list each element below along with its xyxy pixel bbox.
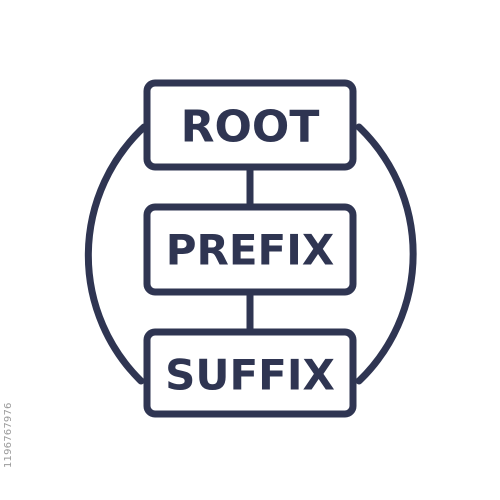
- suffix-label: SUFFIX: [165, 351, 335, 400]
- left-arc: [84, 123, 148, 385]
- suffix-box: [143, 328, 357, 418]
- root-box: [143, 79, 357, 171]
- right-arc: [355, 123, 417, 385]
- prefix-box: [143, 203, 357, 296]
- stock-id-text: 1196767976: [3, 402, 14, 468]
- prefix-label: PREFIX: [166, 226, 335, 275]
- root-label: ROOT: [181, 102, 320, 153]
